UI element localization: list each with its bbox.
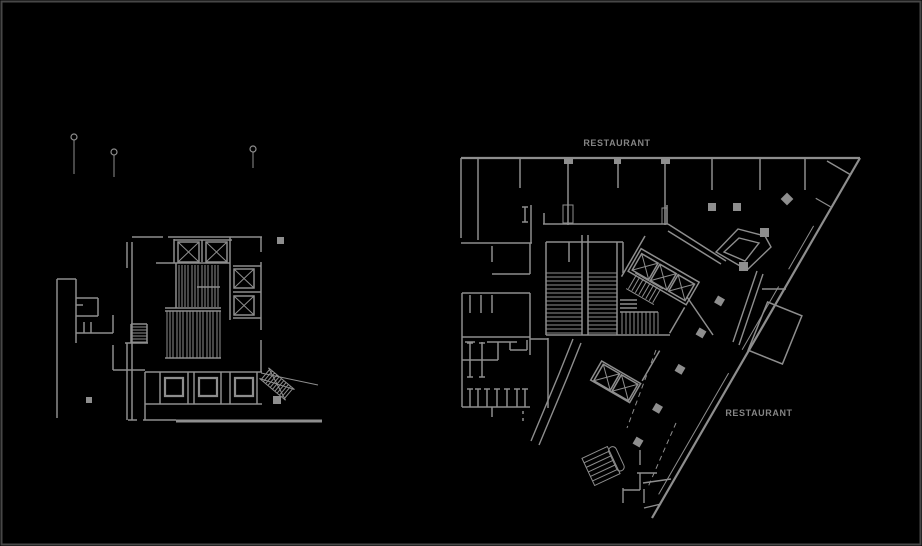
facade-stub-wall <box>815 197 831 208</box>
right-floor-plan: RESTAURANT RESTAURANT <box>460 138 861 519</box>
column-marker <box>760 228 769 237</box>
grid-pin-icon <box>70 133 78 141</box>
elevator-x-icon <box>177 241 255 316</box>
column-marker <box>661 158 670 164</box>
grid-pin-icon <box>249 145 257 153</box>
wing-stair-hatch <box>625 272 664 306</box>
escalator-hatch-lower <box>166 311 221 358</box>
top-wall-columns <box>564 158 794 211</box>
rotated-terrace-room <box>747 300 803 366</box>
left-elevator-cores <box>177 241 255 316</box>
ramp-pill <box>608 446 625 472</box>
column-marker <box>564 158 573 164</box>
left-floor-plan <box>56 133 322 423</box>
column-marker <box>714 295 725 307</box>
column-marker <box>273 396 281 404</box>
column-marker <box>277 237 284 244</box>
column-marker <box>86 397 92 403</box>
column-marker <box>614 158 621 164</box>
grid-pin-icon <box>110 148 118 156</box>
column-marker <box>733 203 741 211</box>
door-leaf <box>661 207 668 225</box>
right-plan-walls <box>460 158 852 421</box>
corridor-doors <box>562 204 668 225</box>
door-leaf <box>562 204 574 224</box>
column-marker <box>780 192 794 206</box>
main-stair <box>546 272 617 334</box>
angled-wing <box>589 197 831 495</box>
column-marker <box>632 436 644 448</box>
escalator-hatch-upper <box>178 265 219 307</box>
column-marker <box>652 402 663 414</box>
side-stair-treads <box>621 312 659 334</box>
site-edge-diagonal <box>260 372 319 386</box>
spiral-corridor <box>714 228 772 346</box>
column-marker <box>695 327 707 339</box>
column-marker <box>739 262 748 271</box>
restaurant-label-top: RESTAURANT <box>583 138 650 148</box>
facade-inner-line <box>658 225 815 495</box>
left-stair-treads <box>131 326 147 343</box>
grid-pin-markers <box>70 133 257 177</box>
corridor-centerlines <box>626 349 677 488</box>
column-marker <box>708 203 716 211</box>
restaurant-label-bottom: RESTAURANT <box>725 408 792 418</box>
wing-column-row <box>632 295 725 448</box>
left-plan-columns <box>86 237 284 404</box>
elevator-x-icon <box>593 253 695 401</box>
wing-tip-walls <box>622 450 672 509</box>
wing-left-boundary <box>530 338 582 446</box>
left-plan-walls <box>56 236 262 420</box>
grid-pin-leaders <box>73 140 254 177</box>
exterior-escalator <box>259 367 295 401</box>
bottom-room-inner-squares <box>163 376 255 398</box>
wing-tip-stair <box>581 445 625 487</box>
wing-walls <box>589 235 701 404</box>
facade-diagonal <box>651 157 861 519</box>
column-marker <box>674 363 686 375</box>
